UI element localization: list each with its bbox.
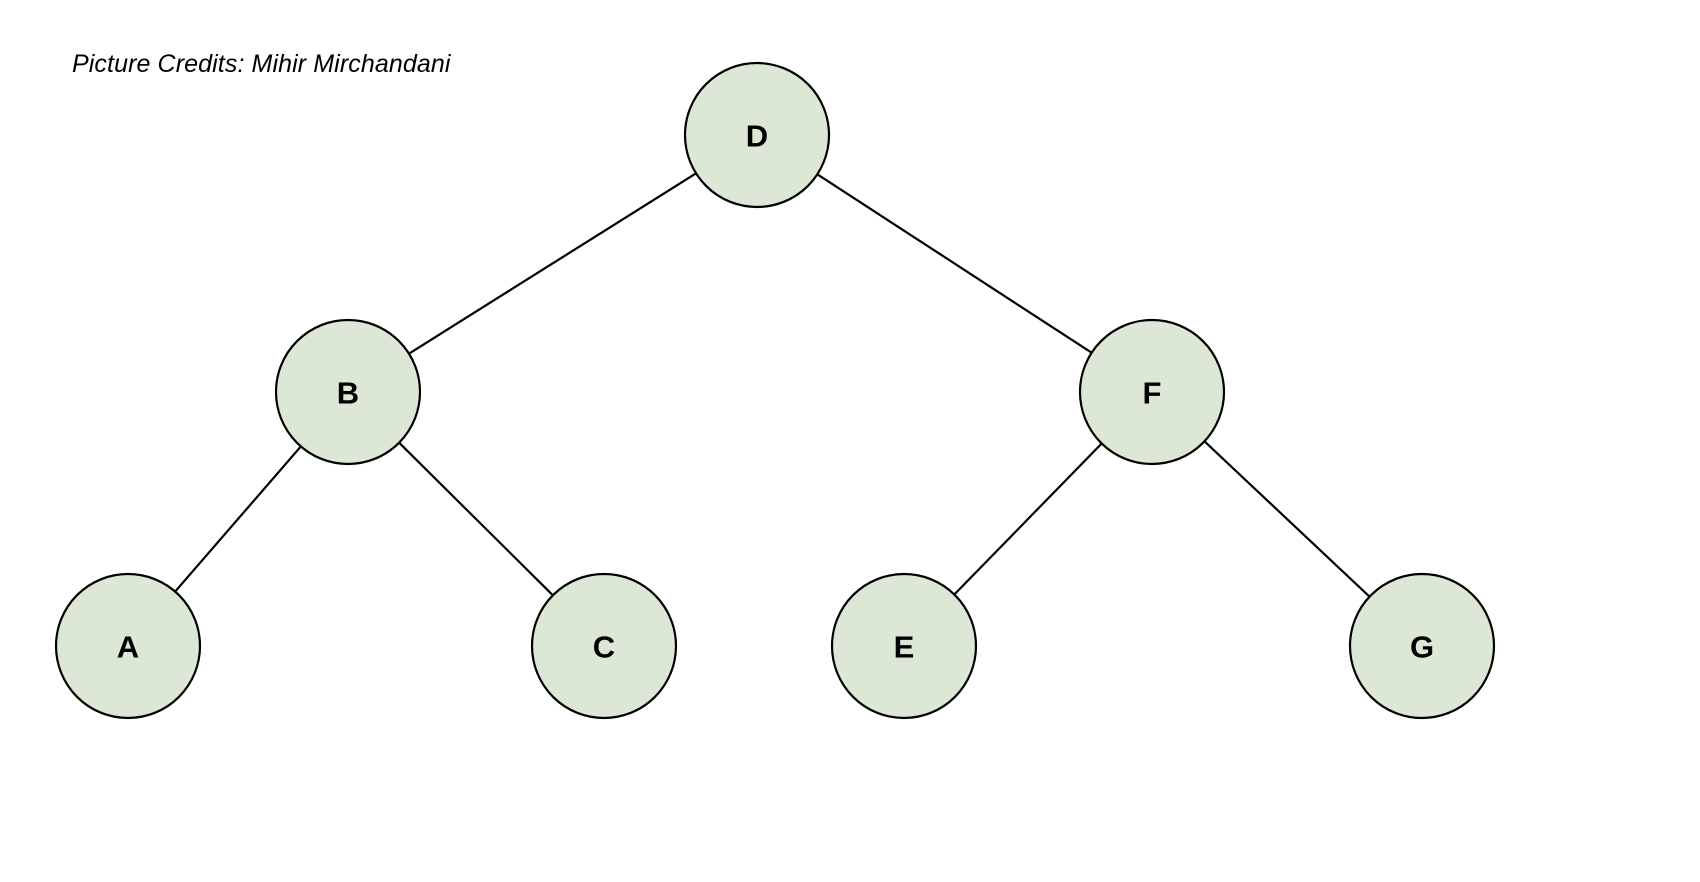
node-label-g: G — [1410, 630, 1434, 665]
node-circle-b[interactable] — [274, 318, 422, 466]
tree-edge-b-a — [174, 445, 302, 593]
node-circle-d[interactable] — [683, 61, 831, 209]
tree-nodes: D B F A C E G — [54, 61, 1496, 720]
picture-credits-text: Picture Credits: Mihir Mirchandani — [72, 50, 451, 78]
node-circle-c[interactable] — [530, 572, 678, 720]
tree-node-e[interactable]: E — [830, 572, 978, 720]
tree-edge-d-f — [816, 173, 1093, 354]
tree-edge-f-e — [953, 442, 1103, 596]
tree-node-c[interactable]: C — [530, 572, 678, 720]
node-circle-e[interactable] — [830, 572, 978, 720]
node-circle-g[interactable] — [1348, 572, 1496, 720]
node-circle-f[interactable] — [1078, 318, 1226, 466]
tree-edge-b-c — [398, 441, 554, 597]
node-circle-a[interactable] — [54, 572, 202, 720]
tree-node-f[interactable]: F — [1078, 318, 1226, 466]
tree-node-a[interactable]: A — [54, 572, 202, 720]
node-label-b: B — [337, 376, 359, 411]
tree-edge-d-b — [407, 172, 698, 355]
tree-node-b[interactable]: B — [274, 318, 422, 466]
node-label-e: E — [894, 630, 915, 665]
node-label-c: C — [593, 630, 615, 665]
node-label-a: A — [117, 630, 139, 665]
node-label-f: F — [1143, 376, 1162, 411]
tree-edge-f-g — [1203, 440, 1371, 598]
tree-node-d[interactable]: D — [683, 61, 831, 209]
tree-node-g[interactable]: G — [1348, 572, 1496, 720]
node-label-d: D — [746, 119, 768, 154]
tree-edges — [174, 172, 1371, 598]
